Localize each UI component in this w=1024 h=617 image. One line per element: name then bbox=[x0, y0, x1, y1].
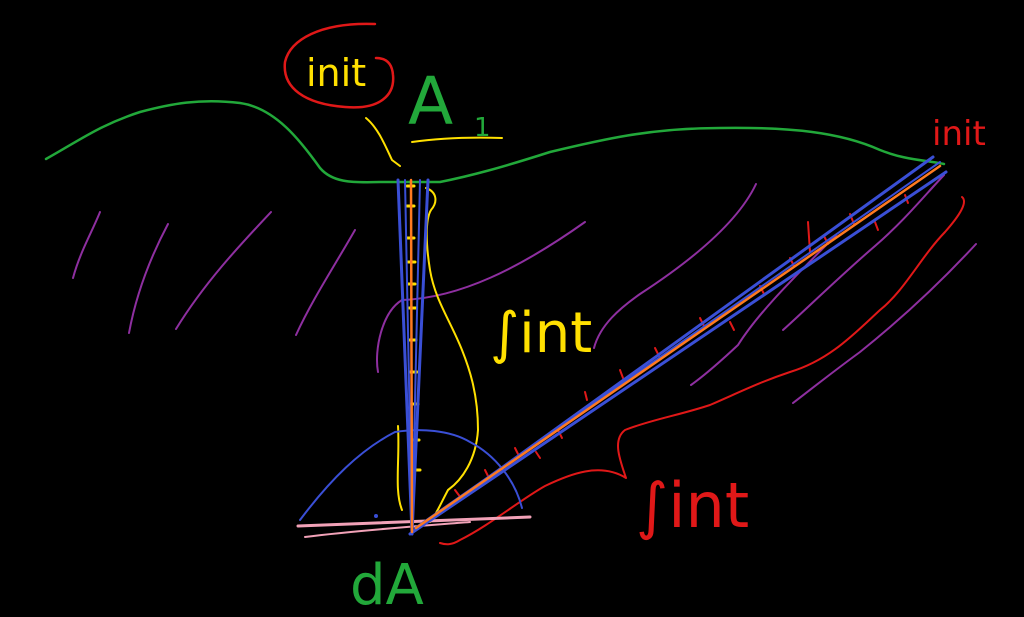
yellow-path bbox=[396, 425, 403, 511]
red-path bbox=[439, 196, 965, 546]
area-top-label-group: A 1 bbox=[408, 63, 491, 143]
tick-mark bbox=[535, 451, 541, 459]
surface-patch bbox=[304, 521, 471, 538]
yellow-connector bbox=[365, 117, 401, 167]
hatch-stroke bbox=[792, 243, 977, 404]
integral-red-label: ∫int bbox=[636, 469, 749, 542]
hatch-stroke bbox=[72, 211, 101, 279]
tick-mark bbox=[874, 221, 879, 231]
area-top-subscript: 1 bbox=[474, 113, 491, 143]
area-top-label: A bbox=[408, 63, 453, 140]
hatch-stroke bbox=[175, 211, 272, 330]
area-subscript-line bbox=[411, 136, 503, 143]
hatch-stroke bbox=[376, 221, 586, 373]
hatch-stroke bbox=[593, 183, 757, 349]
vertical-ray bbox=[409, 178, 414, 534]
tick-mark bbox=[584, 391, 588, 401]
hatch-stroke bbox=[690, 234, 837, 386]
tick-mark bbox=[729, 321, 735, 331]
ground-contour bbox=[44, 99, 946, 184]
hatching-group bbox=[72, 174, 977, 404]
init-right-label: init bbox=[932, 114, 986, 154]
hatch-stroke bbox=[128, 223, 169, 334]
tick-mark bbox=[619, 369, 624, 379]
integral-yellow-label: ∫int bbox=[490, 301, 592, 366]
area-bottom-label: dA bbox=[350, 553, 424, 617]
init-top-loop bbox=[283, 22, 395, 109]
tick-mark bbox=[654, 347, 661, 359]
hatch-stroke bbox=[782, 174, 945, 331]
diagonal-ray bbox=[414, 164, 942, 530]
hemisphere-dot bbox=[374, 514, 378, 518]
hatch-stroke bbox=[295, 229, 356, 336]
init-top-label: init bbox=[306, 51, 366, 95]
yellow-path bbox=[425, 187, 479, 523]
